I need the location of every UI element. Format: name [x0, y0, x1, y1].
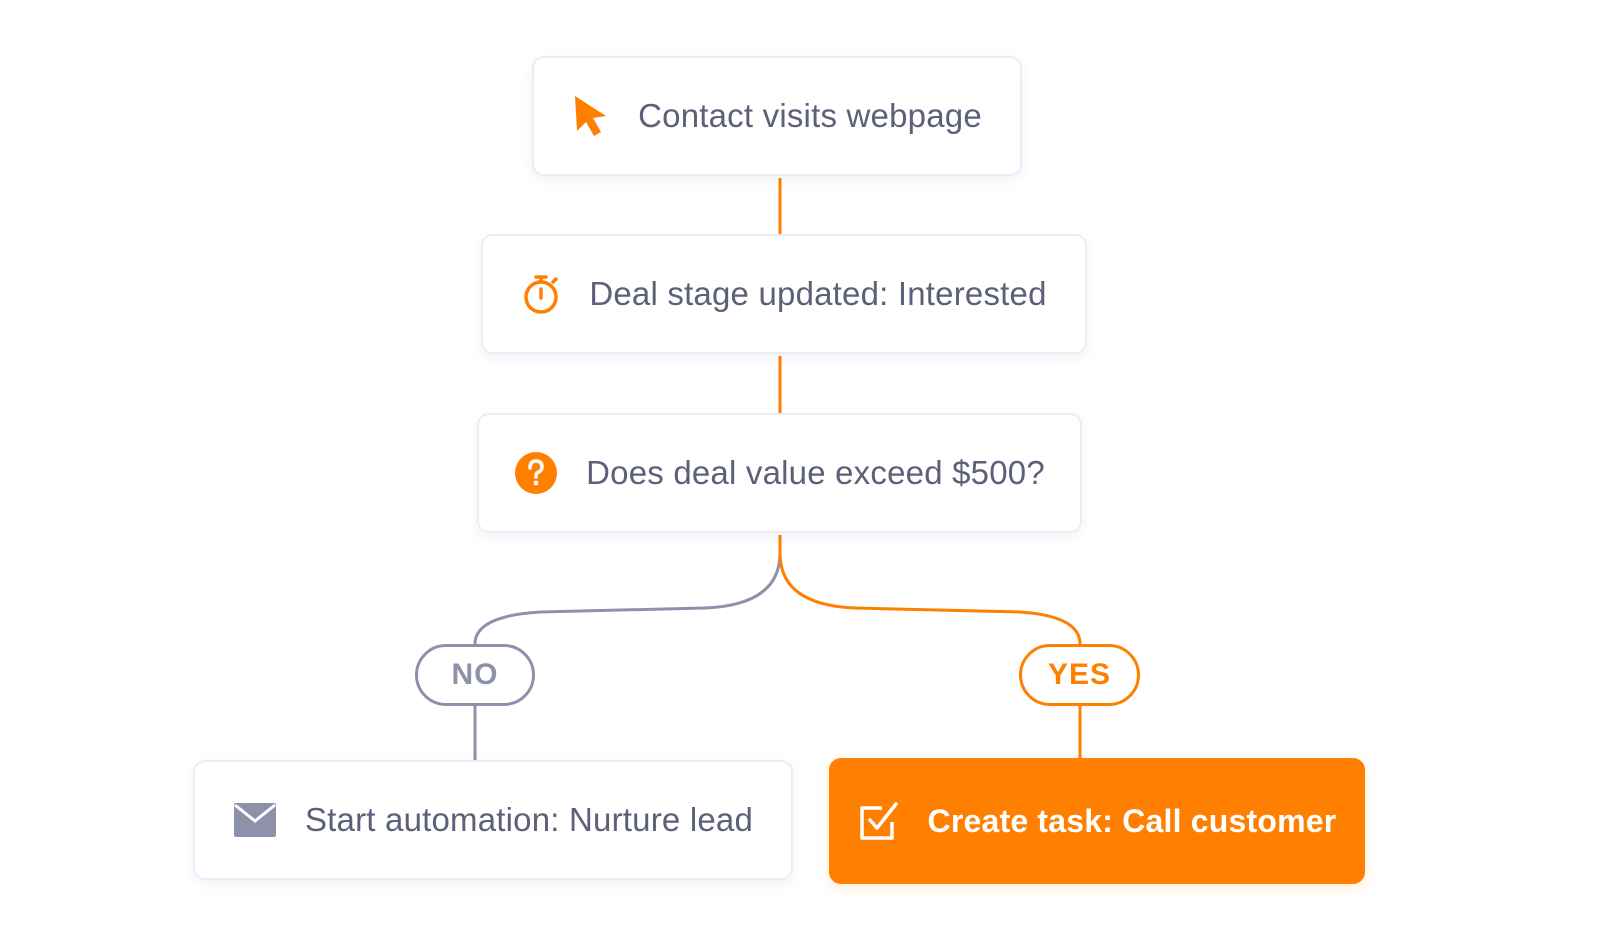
cursor-arrow-icon: [572, 94, 610, 138]
stopwatch-icon: [521, 273, 561, 315]
action-node-nurture-lead[interactable]: Start automation: Nurture lead: [193, 760, 793, 880]
connector-branch-no: [473, 535, 782, 645]
task-label: Create task: Call customer: [927, 802, 1337, 839]
connector-branch-yes: [778, 535, 1082, 645]
trigger-node-contact-visits-webpage[interactable]: Contact visits webpage: [532, 56, 1022, 176]
nurture-label: Start automation: Nurture lead: [304, 801, 754, 838]
action-node-create-task[interactable]: Create task: Call customer: [829, 758, 1365, 884]
question-mark-icon: [514, 451, 558, 495]
checkbox-check-icon: [858, 800, 900, 842]
envelope-icon: [233, 802, 277, 838]
branch-yes-pill[interactable]: YES: [1019, 644, 1140, 706]
decision-node-deal-value[interactable]: Does deal value exceed $500?: [477, 413, 1082, 533]
trigger-label: Contact visits webpage: [638, 97, 982, 134]
branch-no-pill[interactable]: NO: [415, 644, 535, 706]
stage-label: Deal stage updated: Interested: [589, 275, 1047, 312]
question-label: Does deal value exceed $500?: [586, 454, 1045, 491]
condition-node-deal-stage[interactable]: Deal stage updated: Interested: [481, 234, 1087, 354]
